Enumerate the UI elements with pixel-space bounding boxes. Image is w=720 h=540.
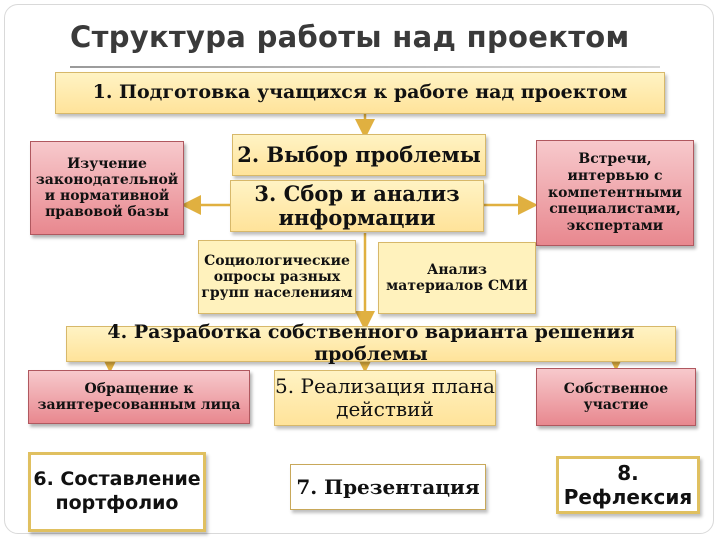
step6-label: 6. Составление портфолио <box>33 468 201 514</box>
step4-label: 4. Разработка собственного варианта реше… <box>107 321 635 365</box>
surveys-box: Социологические опросы разных групп насе… <box>198 240 356 314</box>
legal-base-box: Изучение законодательной и нормативной п… <box>30 141 184 235</box>
step3-collect-info-box: 3. Сбор и анализ информации <box>230 180 484 232</box>
step5-label: 5. Реализация плана действий <box>275 374 495 421</box>
step1-preparation-box: 1. Подготовка учащихся к работе над прое… <box>55 72 665 114</box>
step7-label: 7. Презентация <box>296 474 480 499</box>
step3-label: 3. Сбор и анализ информации <box>254 180 460 230</box>
step5-implementation-box: 5. Реализация плана действий <box>274 370 496 426</box>
own-participation-box: Собственное участие <box>536 368 696 426</box>
slide-frame <box>4 4 714 534</box>
step8-reflection-box: 8. Рефлексия <box>556 456 700 514</box>
appeal-box: Обращение к заинтересованным лица <box>28 370 250 424</box>
appeal-label: Обращение к заинтересованным лица <box>37 380 241 413</box>
media-label: Анализ материалов СМИ <box>386 261 528 294</box>
own-participation-label: Собственное участие <box>563 380 669 413</box>
step2-problem-choice-box: 2. Выбор проблемы <box>232 134 486 176</box>
step2-label: 2. Выбор проблемы <box>237 141 481 167</box>
meetings-label: Встречи, интервью с компетентными специа… <box>547 151 683 235</box>
step6-portfolio-box: 6. Составление портфолио <box>28 452 206 532</box>
meetings-box: Встречи, интервью с компетентными специа… <box>536 140 694 246</box>
legal-base-label: Изучение законодательной и нормативной п… <box>35 155 179 221</box>
step4-own-solution-box: 4. Разработка собственного варианта реше… <box>66 321 676 365</box>
step8-label: 8. Рефлексия <box>563 461 693 509</box>
media-analysis-box: Анализ материалов СМИ <box>378 242 536 314</box>
surveys-label: Социологические опросы разных групп насе… <box>201 252 353 302</box>
title-underline <box>70 66 660 68</box>
step1-label: 1. Подготовка учащихся к работе над прое… <box>92 81 628 104</box>
step7-presentation-box: 7. Презентация <box>290 464 486 510</box>
page-title: Структура работы над проектом <box>70 20 630 54</box>
